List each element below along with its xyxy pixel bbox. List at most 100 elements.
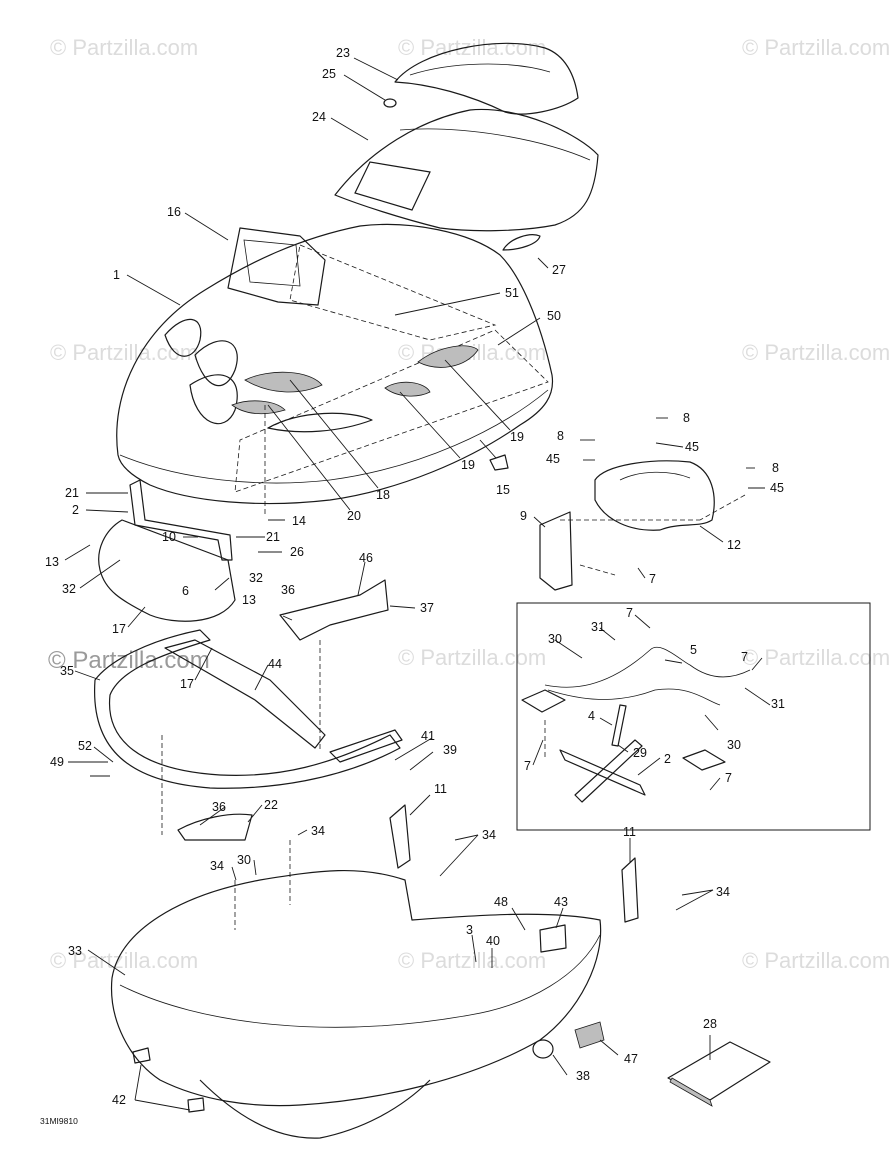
bracket-11 xyxy=(621,857,639,923)
callout-49: 49 xyxy=(50,755,64,769)
callout-23: 23 xyxy=(336,46,350,60)
callout-8: 8 xyxy=(557,429,564,443)
callout-11: 11 xyxy=(623,825,636,839)
callout-9: 9 xyxy=(520,509,527,523)
callout-30: 30 xyxy=(727,738,741,752)
watermark: © Partzilla.com xyxy=(742,948,890,973)
watermark: © Partzilla.com xyxy=(398,948,546,973)
bracket-9 xyxy=(539,511,573,591)
callout-21: 21 xyxy=(65,486,79,500)
callout-22: 22 xyxy=(264,798,278,812)
callout-10: 10 xyxy=(162,530,176,544)
clip-15 xyxy=(489,454,509,471)
callout-40: 40 xyxy=(486,934,500,948)
callout-19: 19 xyxy=(510,430,524,444)
callout-26: 26 xyxy=(290,545,304,559)
callout-28: 28 xyxy=(703,1017,717,1031)
callout-7: 7 xyxy=(649,572,656,586)
watermark-featured: © Partzilla.com xyxy=(48,647,210,674)
callout-30: 30 xyxy=(237,853,251,867)
alignment-lines xyxy=(161,405,746,930)
callout-30: 30 xyxy=(548,632,562,646)
nut-25 xyxy=(383,98,397,108)
callout-1: 1 xyxy=(113,268,120,282)
inset-plate xyxy=(521,689,566,713)
front-hood-1 xyxy=(116,223,554,505)
callout-36: 36 xyxy=(212,800,226,814)
callout-2: 2 xyxy=(664,752,671,766)
nut-42 xyxy=(187,1097,205,1113)
callout-32: 32 xyxy=(62,582,76,596)
inset-plate xyxy=(682,749,726,771)
watermark: © Partzilla.com xyxy=(50,340,198,365)
callout-38: 38 xyxy=(576,1069,590,1083)
seat-24 xyxy=(334,108,599,232)
grab-handle-27 xyxy=(502,234,541,251)
callout-13: 13 xyxy=(242,593,256,607)
decal-47 xyxy=(574,1021,605,1049)
callout-5: 5 xyxy=(690,643,697,657)
callout-50: 50 xyxy=(547,309,561,323)
callout-21: 21 xyxy=(266,530,280,544)
bracket-22 xyxy=(177,813,253,841)
callout-42: 42 xyxy=(112,1093,126,1107)
callout-15: 15 xyxy=(496,483,510,497)
seat-storage-panel xyxy=(354,161,431,211)
callout-45: 45 xyxy=(770,481,784,495)
manual-28 xyxy=(667,1041,771,1101)
callout-8: 8 xyxy=(683,411,690,425)
callout-32: 32 xyxy=(249,571,263,585)
callout-24: 24 xyxy=(312,110,326,124)
callout-52: 52 xyxy=(78,739,92,753)
callout-8: 8 xyxy=(772,461,779,475)
nut-42 xyxy=(132,1047,151,1064)
callout-14: 14 xyxy=(292,514,306,528)
inset-bracket-2 xyxy=(574,739,643,803)
callout-31: 31 xyxy=(771,697,785,711)
callout-47: 47 xyxy=(624,1052,638,1066)
reinforcement-strip-44 xyxy=(164,639,326,749)
callout-labels: 23 25 24 16 1 27 51 50 19 19 15 18 20 14… xyxy=(45,46,785,1107)
leader-lines xyxy=(64,57,771,1111)
callout-6: 6 xyxy=(182,584,189,598)
watermark-layer: © Partzilla.com © Partzilla.com © Partzi… xyxy=(48,35,890,973)
rail-39 xyxy=(329,729,403,763)
inset-spring-4 xyxy=(611,704,627,747)
watermark: © Partzilla.com xyxy=(398,645,546,670)
watermark: © Partzilla.com xyxy=(398,35,546,60)
callout-43: 43 xyxy=(554,895,568,909)
seat-top-cover-23 xyxy=(394,42,579,115)
callout-19: 19 xyxy=(461,458,475,472)
callout-33: 33 xyxy=(68,944,82,958)
callout-34: 34 xyxy=(311,824,325,838)
callout-41: 41 xyxy=(421,729,435,743)
inset-detail-box xyxy=(516,602,871,831)
callout-45: 45 xyxy=(685,440,699,454)
callout-7: 7 xyxy=(626,606,633,620)
callout-12: 12 xyxy=(727,538,741,552)
diagram-reference-code: 31MI9810 xyxy=(40,1116,78,1126)
callout-11: 11 xyxy=(434,782,447,796)
callout-4: 4 xyxy=(588,709,595,723)
watermark: © Partzilla.com xyxy=(742,645,890,670)
callout-3: 3 xyxy=(466,923,473,937)
callout-20: 20 xyxy=(347,509,361,523)
watermark: © Partzilla.com xyxy=(742,340,890,365)
callout-48: 48 xyxy=(494,895,508,909)
callout-37: 37 xyxy=(420,601,434,615)
callout-7: 7 xyxy=(524,759,531,773)
callout-7: 7 xyxy=(725,771,732,785)
bracket-11 xyxy=(389,804,411,869)
callout-25: 25 xyxy=(322,67,336,81)
cap-38 xyxy=(532,1039,554,1059)
support-bracket-21 xyxy=(129,479,233,561)
callout-17: 17 xyxy=(180,677,194,691)
callout-44: 44 xyxy=(268,657,282,671)
callout-17: 17 xyxy=(112,622,126,636)
callout-7: 7 xyxy=(741,650,748,664)
callout-2: 2 xyxy=(72,503,79,517)
callout-36: 36 xyxy=(281,583,295,597)
mounting-plate-32 xyxy=(98,519,236,622)
